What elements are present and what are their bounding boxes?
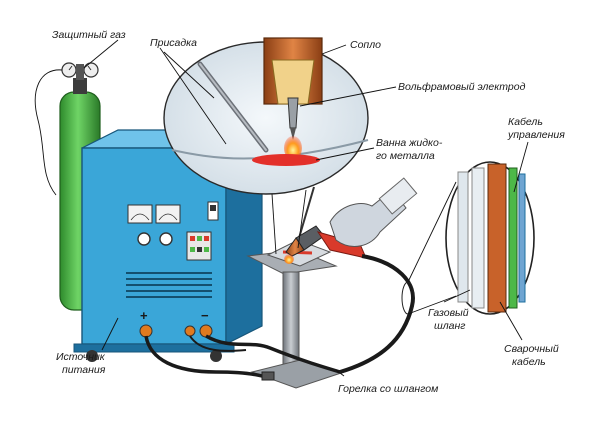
torch-detail-zoom xyxy=(163,37,369,255)
label-weld-pool-2: го металла xyxy=(376,150,435,162)
cables xyxy=(144,254,415,381)
label-control-cable-1: Кабель xyxy=(508,116,543,128)
minus-terminal-label: − xyxy=(201,308,209,323)
label-power-source-1: Источник xyxy=(56,351,106,363)
leader-torch-hose xyxy=(335,369,345,377)
leader-welding-cable xyxy=(499,301,523,341)
leader-shielding-gas xyxy=(83,39,119,69)
label-weld-pool-1: Ванна жидко- xyxy=(376,137,443,149)
label-nozzle: Сопло xyxy=(350,39,381,51)
leader-electrode xyxy=(299,86,397,107)
label-torch-with-hose: Горелка со шлангом xyxy=(338,383,438,395)
leader-filler-b xyxy=(159,47,227,145)
label-gas-hose-1: Газовый xyxy=(428,307,469,319)
leader-power-source xyxy=(101,317,119,351)
label-power-source-2: питания xyxy=(62,364,106,376)
leader-gas-hose xyxy=(443,289,471,303)
cross-section-link-bottom xyxy=(407,295,457,315)
cable-cross-section xyxy=(445,161,535,315)
label-welding-cable-1: Сварочный xyxy=(504,343,559,355)
label-control-cable-2: управления xyxy=(507,129,565,141)
label-gas-hose-2: шланг xyxy=(434,320,465,332)
welding-torch xyxy=(284,177,418,264)
label-shielding-gas: Защитный газ xyxy=(52,29,126,41)
leader-filler-a xyxy=(163,51,215,99)
plus-terminal-label: + xyxy=(140,308,148,323)
leader-nozzle xyxy=(321,44,347,55)
label-tungsten-electrode: Вольфрамовый электрод xyxy=(398,81,526,93)
label-filler: Присадка xyxy=(150,37,197,49)
leader-control-cable xyxy=(513,141,529,193)
cross-section-link-top xyxy=(407,181,457,283)
label-welding-cable-2: кабель xyxy=(512,356,546,368)
leader-weld-pool xyxy=(315,147,375,161)
cylinder-hose xyxy=(34,69,63,196)
